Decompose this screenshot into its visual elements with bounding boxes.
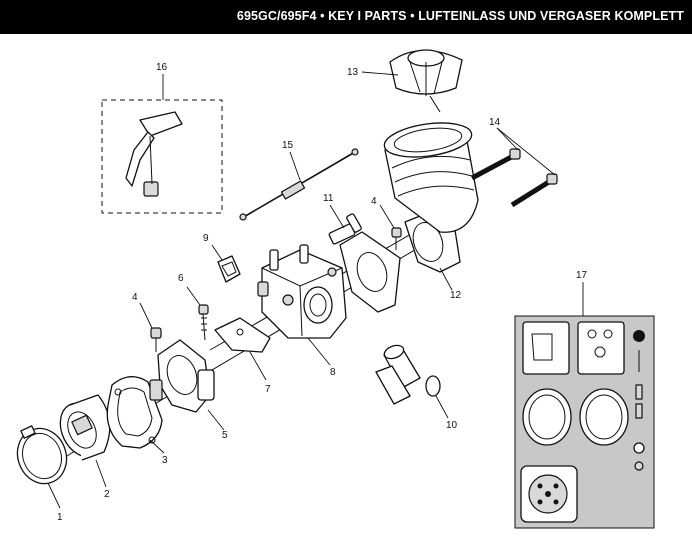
part-14-bolts[interactable] bbox=[470, 148, 558, 208]
part-13-top-cap[interactable] bbox=[389, 49, 463, 113]
part-4-screw-right[interactable] bbox=[391, 227, 402, 250]
callout-9: 9 bbox=[203, 233, 209, 244]
part-9-clip[interactable] bbox=[217, 255, 241, 283]
part-5-adapter-flange[interactable] bbox=[149, 339, 215, 413]
page-header: 695GC/695F4 • KEY I PARTS • LUFTEINLASS … bbox=[0, 0, 692, 34]
callout-16: 16 bbox=[156, 62, 168, 73]
page-title: 695GC/695F4 • KEY I PARTS • LUFTEINLASS … bbox=[236, 9, 684, 23]
callout-5: 5 bbox=[222, 430, 228, 441]
callout-13: 13 bbox=[347, 67, 359, 78]
part-4-screw-left[interactable] bbox=[150, 327, 162, 352]
leader-lines bbox=[47, 71, 584, 509]
callout-4-left: 4 bbox=[132, 292, 138, 303]
part-8-carburetor[interactable] bbox=[257, 244, 347, 339]
part-7-plate[interactable] bbox=[214, 317, 271, 353]
callout-11: 11 bbox=[323, 193, 334, 204]
callout-labels: 1 2 3 4 5 6 7 8 9 10 11 4 12 13 14 15 16… bbox=[57, 62, 588, 523]
callout-12: 12 bbox=[450, 290, 462, 301]
callout-1: 1 bbox=[57, 512, 63, 523]
callout-17: 17 bbox=[576, 270, 588, 281]
callout-7: 7 bbox=[265, 384, 271, 395]
callout-4-right: 4 bbox=[371, 196, 377, 207]
callout-3: 3 bbox=[162, 455, 168, 466]
part-11-holder[interactable] bbox=[328, 213, 401, 313]
callout-14: 14 bbox=[489, 117, 501, 128]
callout-6: 6 bbox=[178, 273, 184, 284]
part-17-kit-panel[interactable] bbox=[514, 315, 655, 529]
part-6-screw[interactable] bbox=[198, 304, 209, 341]
callout-2: 2 bbox=[104, 489, 110, 500]
callout-10: 10 bbox=[446, 420, 458, 431]
callout-15: 15 bbox=[282, 140, 294, 151]
part-15-rod[interactable] bbox=[239, 148, 359, 221]
part-10-tube-fittings[interactable] bbox=[375, 343, 441, 405]
callout-8: 8 bbox=[330, 367, 336, 378]
part-3-gasket[interactable] bbox=[106, 376, 163, 449]
air-filter-housing bbox=[383, 122, 479, 233]
part-1-hose-clamp[interactable] bbox=[10, 421, 74, 490]
part-16-lever-box[interactable] bbox=[101, 99, 223, 214]
exploded-parts-diagram: 1 2 3 4 5 6 7 8 9 10 11 4 12 13 14 15 16… bbox=[10, 49, 655, 529]
